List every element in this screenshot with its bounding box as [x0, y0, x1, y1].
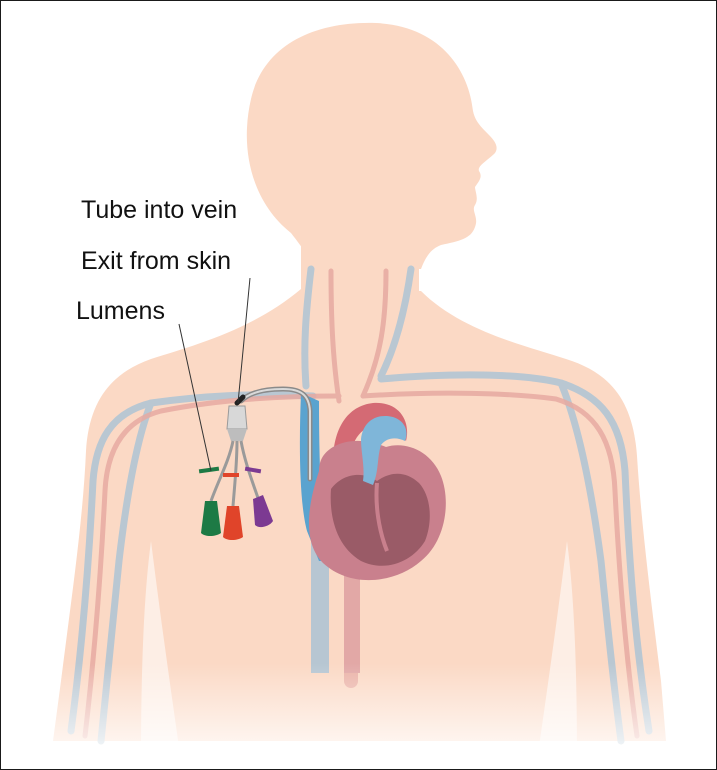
exit-label: Exit from skin	[81, 247, 231, 275]
tube-label: Tube into vein	[81, 196, 237, 224]
lumens-label: Lumens	[76, 297, 165, 325]
